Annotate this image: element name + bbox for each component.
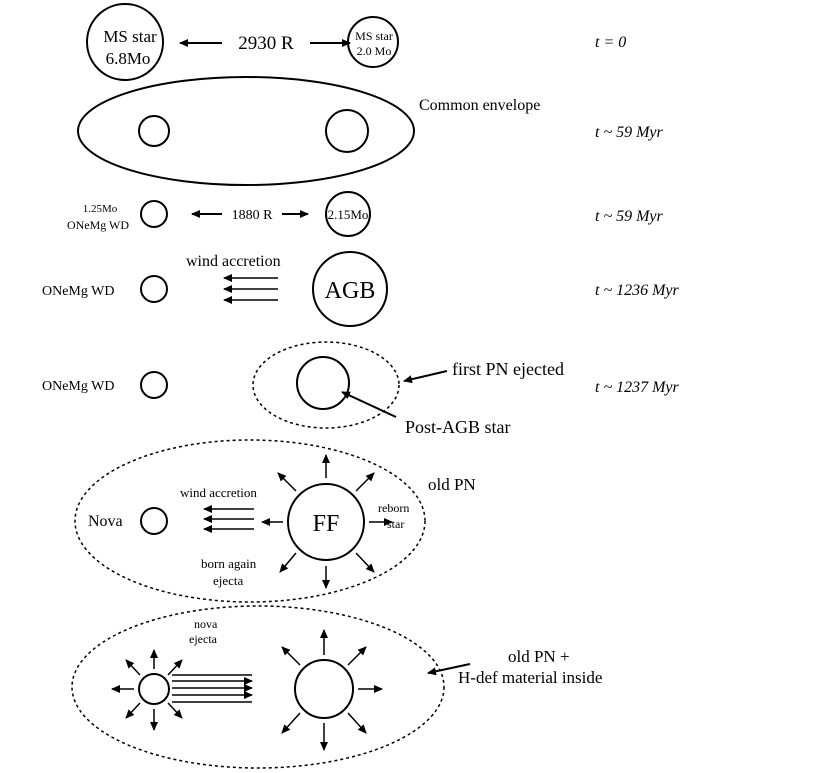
reborn-label-line1: reborn <box>378 501 409 515</box>
ms-star-primary-name: MS star <box>103 27 157 46</box>
reborn-label-line2: star <box>387 517 404 531</box>
wind-arrows <box>223 274 278 304</box>
wd-label-pn: ONeMg WD <box>42 379 114 394</box>
wind-accretion-label: wind accretion <box>186 253 281 270</box>
ms-star-secondary-name: MS star <box>355 29 393 43</box>
white-dwarf-3 <box>140 371 168 399</box>
first-pn-shell <box>252 341 400 429</box>
ce-core-right <box>325 109 369 153</box>
post-ce-separation: 1880 R <box>232 208 274 223</box>
white-dwarf-1 <box>140 200 168 228</box>
stage-common-envelope: Common envelope t ~ 59 Myr <box>77 76 664 186</box>
time-label-ce: t ~ 59 Myr <box>595 124 664 141</box>
nova-ejecta-arrows <box>111 649 183 731</box>
time-label-t0: t = 0 <box>595 34 626 51</box>
nova-ejecta-label-line2: ejecta <box>189 632 218 646</box>
nova-white-dwarf <box>140 507 168 535</box>
final-label-line2: H-def material inside <box>458 668 602 687</box>
wd-label-agb: ONeMg WD <box>42 284 114 299</box>
nova-label: Nova <box>88 513 123 530</box>
ce-core-left <box>138 115 170 147</box>
wd-mass: 1.25Mo <box>83 203 118 215</box>
final-pn-shell <box>71 605 445 769</box>
born-again-label-line2: ejecta <box>213 573 244 588</box>
nova-ejecta-label-line1: nova <box>194 617 218 631</box>
final-label-line1: old PN + <box>508 647 570 666</box>
companion-star <box>325 191 371 237</box>
agb-label: AGB <box>325 278 376 304</box>
wd-type: ONeMg WD <box>67 218 129 232</box>
initial-separation: 2930 R <box>238 33 294 54</box>
ff-label: FF <box>313 511 340 537</box>
ms-star-secondary-mass: 2.0 Mo <box>357 44 392 58</box>
ff-star <box>287 483 365 561</box>
old-pn-label: old PN <box>428 475 476 494</box>
time-label-pn: t ~ 1237 Myr <box>595 379 680 396</box>
post-agb-pointer-arrow <box>341 391 397 418</box>
nova-ejecta-source <box>138 673 170 705</box>
pn-pointer-arrow <box>403 370 448 384</box>
wind-arrows-2 <box>203 505 254 533</box>
old-pn-shell <box>74 439 426 603</box>
born-again-ejecta-arrows <box>261 454 393 589</box>
companion-mass: 2.15Mo <box>328 207 369 222</box>
final-pointer-arrow <box>427 663 471 676</box>
stage-initial-binary: MS star 6.8Mo 2930 R MS star 2.0 Mo t = … <box>86 3 626 81</box>
mass-transfer-lines <box>172 674 253 703</box>
time-label-post-ce: t ~ 59 Myr <box>595 208 664 225</box>
common-envelope <box>77 76 415 186</box>
post-agb-star <box>296 356 350 410</box>
common-envelope-label: Common envelope <box>419 97 540 114</box>
stage-agb: ONeMg WD wind accretion AGB t ~ 1236 Myr <box>42 251 680 327</box>
agb-star <box>312 251 388 327</box>
first-pn-label: first PN ejected <box>452 359 564 379</box>
born-again-label-line1: born again <box>201 556 257 571</box>
stage-final: nova ejecta old PN + H-def material insi… <box>71 605 602 769</box>
final-ejecta-arrows <box>281 629 383 751</box>
ms-star-primary-mass: 6.8Mo <box>106 49 151 68</box>
white-dwarf-2 <box>140 275 168 303</box>
post-agb-label: Post-AGB star <box>405 417 511 437</box>
ms-star-secondary <box>347 16 399 68</box>
stage-post-ce: 1.25Mo ONeMg WD 1880 R 2.15Mo t ~ 59 Myr <box>67 191 664 237</box>
wind-accretion-label-2: wind accretion <box>180 485 257 500</box>
time-label-agb: t ~ 1236 Myr <box>595 282 680 299</box>
stage-born-again: old PN Nova wind accretion FF reborn sta… <box>74 439 476 603</box>
ms-star-primary <box>86 3 164 81</box>
central-star-final <box>294 659 354 719</box>
stage-first-pn: ONeMg WD first PN ejected Post-AGB star … <box>42 341 680 437</box>
